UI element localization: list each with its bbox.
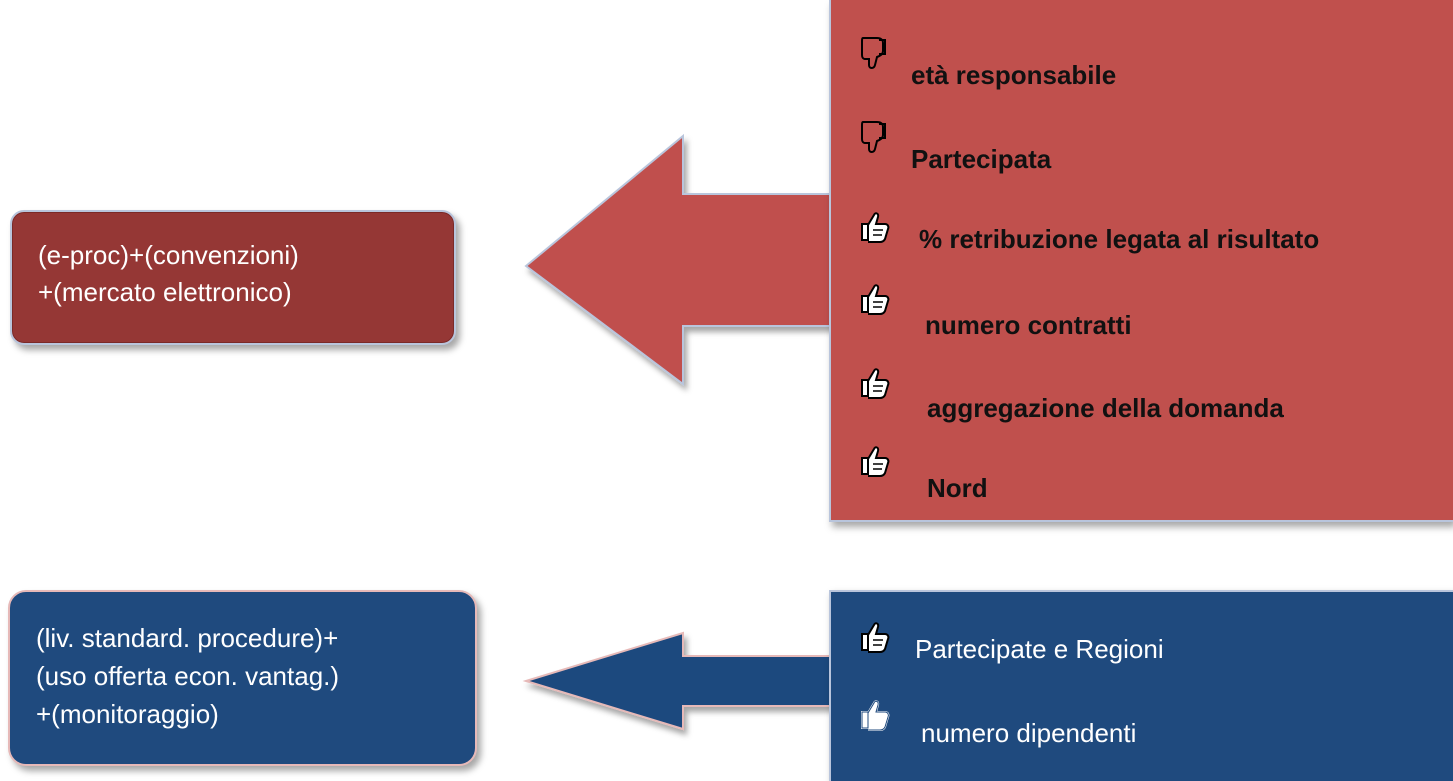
bottom-formula-line-2: (uso offerta econ. vantag.) bbox=[36, 661, 340, 691]
factor-label: Nord bbox=[927, 473, 988, 503]
factor-label: numero dipendenti bbox=[921, 718, 1137, 748]
thumbs-up-icon bbox=[861, 446, 890, 477]
thumbs-down-icon bbox=[861, 121, 886, 153]
thumbs-up-icon bbox=[861, 284, 890, 315]
thumbs-up-icon bbox=[861, 368, 890, 399]
top-formula-line-2: +(mercato elettronico) bbox=[38, 277, 292, 307]
factor-label: età responsabile bbox=[911, 60, 1117, 90]
factor-label: Partecipate e Regioni bbox=[915, 634, 1164, 664]
bottom-formula-line-3: +(monitoraggio) bbox=[36, 699, 219, 729]
bottom-formula-box: (liv. standard. procedure)+ (uso offerta… bbox=[8, 590, 477, 766]
thumbs-up-icon bbox=[861, 622, 890, 653]
small-left-arrow bbox=[522, 631, 833, 731]
factor-label: numero contratti bbox=[925, 310, 1132, 340]
bottom-formula-line-1: (liv. standard. procedure)+ bbox=[36, 623, 339, 653]
factor-label: % retribuzione legata al risultato bbox=[919, 224, 1320, 254]
big-left-arrow bbox=[524, 133, 833, 387]
factor-label: Partecipata bbox=[911, 144, 1052, 174]
thumbs-down-icon bbox=[861, 37, 886, 69]
thumbs-up-icon bbox=[861, 212, 890, 243]
top-formula-box: (e-proc)+(convenzioni) +(mercato elettro… bbox=[10, 210, 456, 345]
top-formula-line-1: (e-proc)+(convenzioni) bbox=[38, 240, 299, 270]
bottom-factors-panel: Partecipate e Regioni numero dipendenti bbox=[829, 590, 1453, 781]
factor-label: aggregazione della domanda bbox=[927, 393, 1284, 423]
top-factors-panel: età responsabile Partecipata % retribuzi… bbox=[829, 0, 1453, 522]
thumbs-up-outline-icon bbox=[861, 700, 890, 731]
